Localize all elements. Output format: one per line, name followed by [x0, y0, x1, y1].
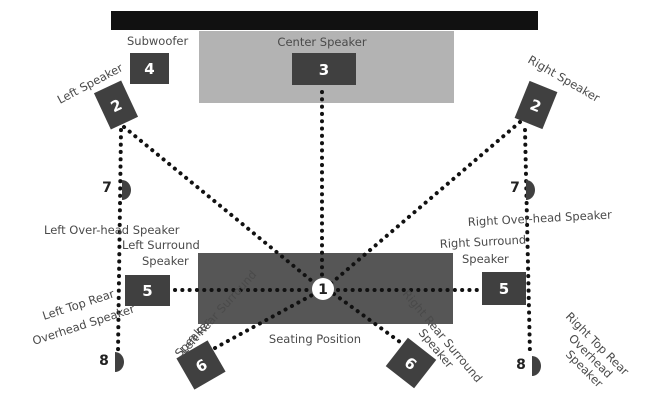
- line-right-vertical: [523, 128, 532, 357]
- line-left-seat: [122, 125, 320, 288]
- line-rear-right-seat: [332, 292, 402, 344]
- overhead-right-number: 7: [510, 180, 520, 196]
- right-surround-label-line1: Right Surround: [439, 232, 526, 251]
- left-surround-label-line1: Left Surround: [122, 238, 200, 252]
- surround-right-number: 5: [499, 280, 509, 298]
- right-surround-label-line2: Speaker: [462, 252, 509, 266]
- subwoofer-speaker: [130, 53, 169, 84]
- seating-position-label: Seating Position: [269, 332, 361, 346]
- center-speaker: [292, 53, 356, 85]
- center-speaker-number: 3: [319, 61, 329, 79]
- seat-number: 1: [318, 282, 328, 298]
- surround-left-number: 5: [142, 282, 152, 300]
- subwoofer-number: 4: [144, 60, 154, 78]
- top-rear-left-number: 8: [99, 353, 109, 369]
- line-right-seat: [326, 120, 522, 288]
- subwoofer-label: Subwoofer: [127, 34, 188, 48]
- top-rear-left-speaker: [115, 352, 124, 372]
- line-rear-left-seat: [213, 292, 316, 350]
- right-overhead-label: Right Over-head Speaker: [467, 207, 612, 229]
- rear-left-speaker: [176, 340, 226, 390]
- rear-right-speaker: [385, 337, 437, 389]
- left-overhead-label: Left Over-head Speaker: [44, 223, 180, 237]
- line-left-vertical: [116, 128, 123, 354]
- connection-lines: [116, 90, 532, 357]
- surround-left-speaker: [125, 275, 170, 306]
- center-speaker-label: Center Speaker: [277, 35, 366, 49]
- left-surround-label-line2: Speaker: [142, 254, 189, 268]
- front-right-speaker: [514, 80, 558, 130]
- surround-right-speaker: [482, 272, 526, 305]
- overhead-left-number: 7: [102, 180, 112, 196]
- overhead-right-speaker: [526, 180, 535, 200]
- top-rear-right-speaker: [532, 356, 541, 376]
- front-left-speaker: [93, 80, 139, 130]
- top-rear-right-number: 8: [516, 357, 526, 373]
- overhead-left-speaker: [122, 180, 131, 200]
- screen-bar: [111, 11, 538, 30]
- seating-position-marker: [312, 278, 334, 300]
